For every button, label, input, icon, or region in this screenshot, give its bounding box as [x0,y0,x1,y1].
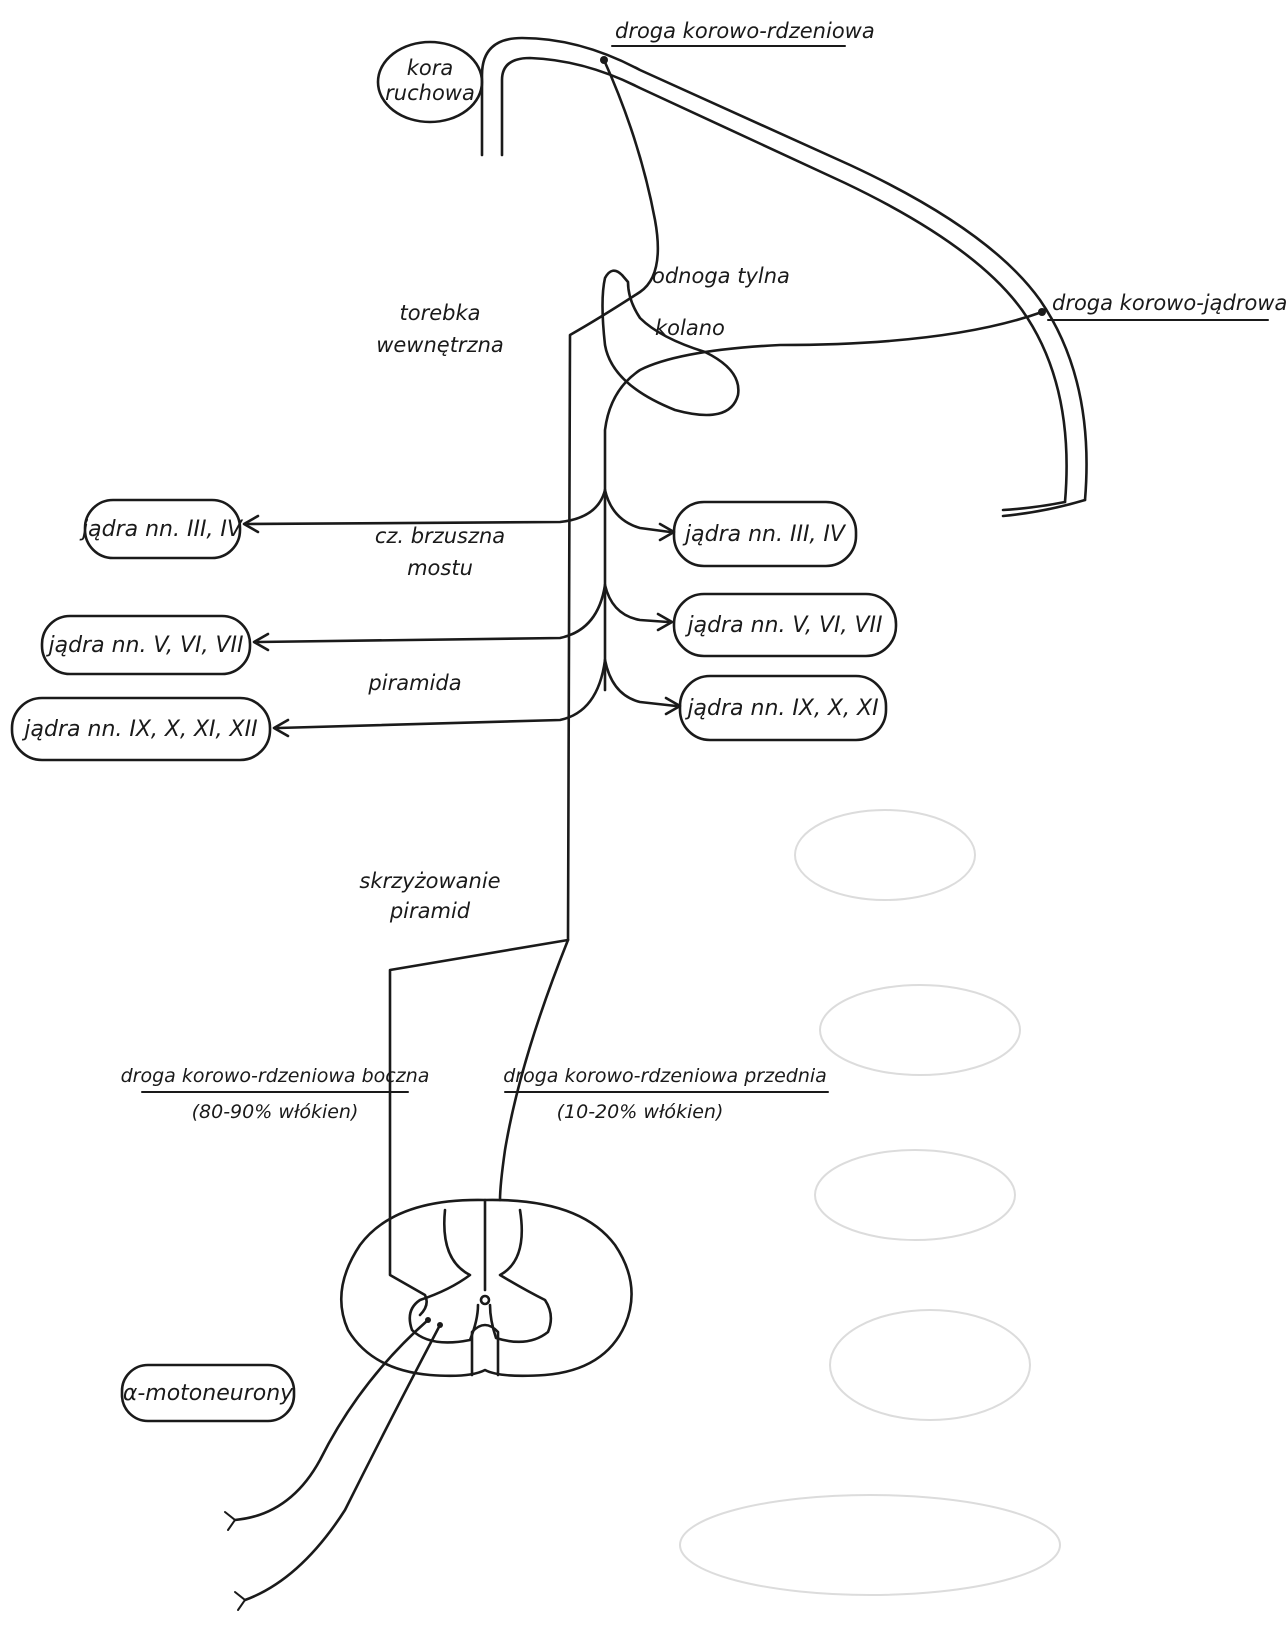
kora-ruchowa-node: kora ruchowa [378,42,482,122]
piramida-label: piramida [367,671,461,695]
nuclei-right-1-label: jądra nn. III, IV [682,522,847,547]
internal-capsule-shape [603,271,739,415]
skrzyzowanie-piramid-label-2: piramid [389,899,471,923]
kora-ruchowa-label-1: kora [407,56,454,80]
nuclei-left-3-label: jądra nn. IX, X, XI, XII [21,717,257,742]
nuclei-right-1: jądra nn. III, IV [674,502,856,566]
droga-korowo-rdzeniowa-label: droga korowo-rdzeniowa [615,19,875,43]
odnoga-tylna-label: odnoga tylna [652,264,790,288]
gray-matter-left [410,1210,478,1342]
nuclei-left-2: jądra nn. V, VI, VII [42,616,250,674]
branch-right-2 [605,585,668,622]
alfa-motoneurony-node: α-motoneurony [122,1365,294,1421]
droga-korowo-jadrowa-label: droga korowo-jądrowa [1052,291,1286,315]
branch-left-2 [258,585,605,642]
cz-brzuszna-mostu-label-1: cz. brzuszna [375,524,505,548]
kora-ruchowa-label-2: ruchowa [385,81,475,105]
nuclei-left-1-label: jądra nn. III, IV [79,517,244,542]
spinal-cord-outline [341,1200,631,1376]
droga-przednia-label: droga korowo-rdzeniowa przednia [503,1065,827,1087]
nuclei-left-1: jądra nn. III, IV [79,500,244,558]
nuclei-right-3: jądra nn. IX, X, XI [680,676,886,740]
axon-terminal-1 [225,1512,235,1530]
central-canal [481,1296,489,1304]
spinal-cord-section [341,1200,631,1376]
nuclei-right-3-label: jądra nn. IX, X, XI [684,696,878,721]
nuclei-right-2: jądra nn. V, VI, VII [674,594,896,656]
droga-korowo-jadrowa-heading: droga korowo-jądrowa [1048,291,1286,320]
droga-korowo-rdzeniowa-heading: droga korowo-rdzeniowa [612,19,875,46]
skrzyzowanie-piramid-label-1: skrzyżowanie [359,869,500,893]
axon-terminal-2 [235,1592,245,1610]
bleed-through-background [680,810,1060,1595]
droga-boczna-heading: droga korowo-rdzeniowa boczna (80-90% wł… [121,1065,430,1123]
droga-boczna-label: droga korowo-rdzeniowa boczna [121,1065,430,1087]
branch-left-1 [248,490,605,524]
nuclei-left-3: jądra nn. IX, X, XI, XII [12,698,270,760]
cz-brzuszna-mostu-label-2: mostu [407,556,473,580]
branch-right-1 [605,490,670,532]
alfa-motoneurony-label: α-motoneurony [123,1381,294,1406]
torebka-wewnetrzna-label-2: wewnętrzna [376,333,504,357]
nuclei-left-2-label: jądra nn. V, VI, VII [45,633,243,658]
nuclei-right-2-label: jądra nn. V, VI, VII [684,613,882,638]
droga-boczna-pct-label: (80-90% włókien) [192,1101,359,1123]
gray-matter-right [490,1210,551,1342]
torebka-wewnetrzna-label-1: torebka [400,301,481,325]
kolano-label: kolano [655,316,725,340]
droga-przednia-pct-label: (10-20% włókien) [557,1101,724,1123]
droga-przednia-heading: droga korowo-rdzeniowa przednia (10-20% … [503,1065,828,1123]
